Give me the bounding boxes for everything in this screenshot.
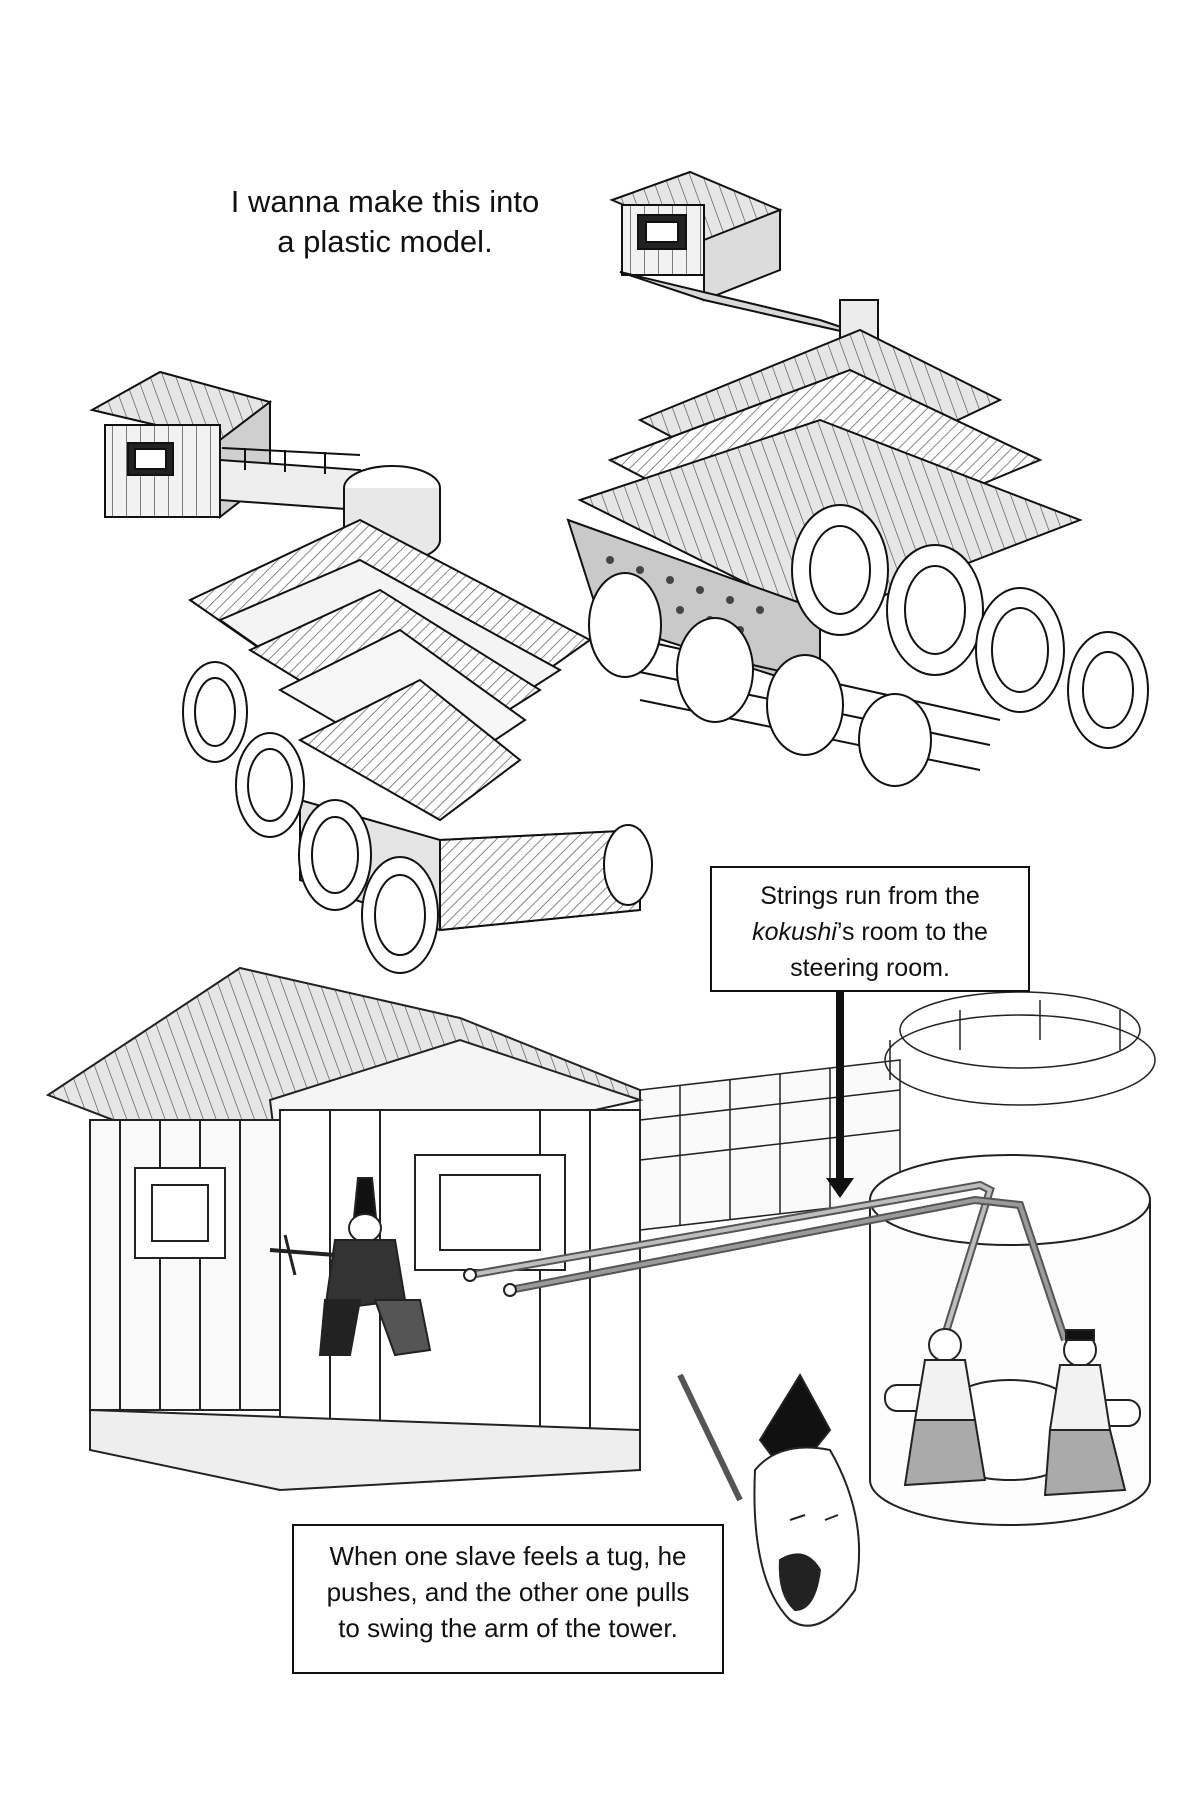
left-tower-wheels	[182, 661, 653, 974]
right-siege-tower-drawing	[566, 170, 1149, 787]
steering-strings	[463, 1180, 1069, 1342]
caption-plastic-model: I wanna make this into a plastic model.	[200, 182, 570, 262]
left-siege-tower-drawing	[89, 370, 653, 974]
caption-strings-line-3: steering room.	[790, 954, 950, 982]
cutaway-scene	[45, 966, 1156, 1627]
caption-slave-box: When one slave feels a tug, he pushes, a…	[292, 1524, 724, 1674]
pointer-arrow	[826, 992, 854, 1198]
right-tower-wheels	[588, 504, 1149, 787]
kokushi-room	[45, 966, 644, 1492]
caption-kokushi-term: kokushi	[752, 918, 837, 946]
right-arm-house	[609, 170, 783, 302]
soldier-figure	[269, 1177, 432, 1357]
caption-strings-line-2-rest: ’s room to the	[836, 918, 988, 946]
caption-slave-line-3: to swing the arm of the tower.	[338, 1613, 678, 1643]
caption-model-line-1: I wanna make this into	[230, 184, 540, 219]
caption-strings-box: Strings run from the kokushi’s room to t…	[710, 866, 1030, 992]
slaves-at-capstan	[884, 1328, 1141, 1497]
caption-strings-line-1: Strings run from the	[760, 882, 980, 910]
caption-strings-line-2: kokushi’s room to the	[712, 914, 1028, 950]
caption-slave-line-2: pushes, and the other one pulls	[326, 1577, 690, 1607]
caption-model-line-2: a plastic model.	[277, 224, 493, 259]
caption-slave-line-1: When one slave feels a tug, he	[329, 1541, 687, 1571]
kokushi-face	[677, 1373, 861, 1627]
